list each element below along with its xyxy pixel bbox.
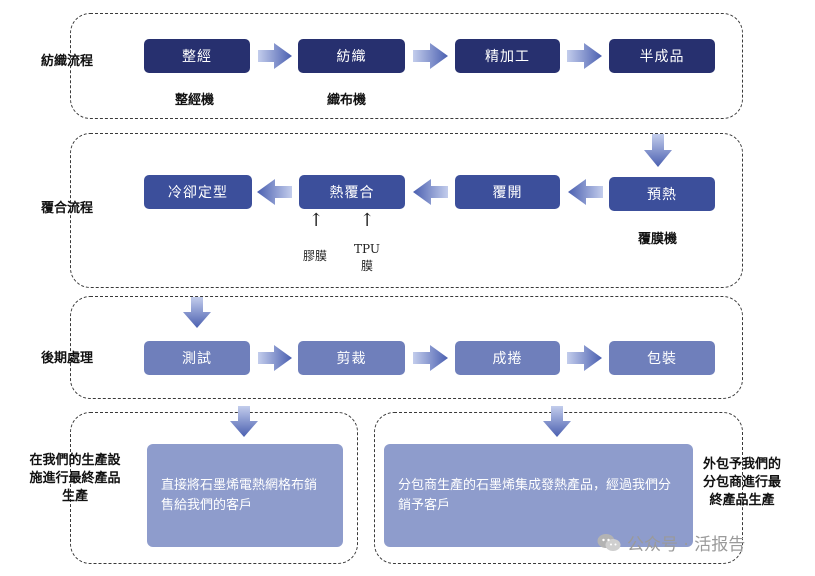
machine-laminator-label: 覆膜機 (638, 232, 678, 247)
inhouse-section-label: 在我們的生產設施進行最終產品生產 (29, 453, 121, 504)
inhouse-outcome: 直接將石墨烯電熱網格布銷售給我們的客戶 (147, 444, 343, 547)
lamination-section (70, 133, 743, 288)
step-cutting: 剪裁 (298, 341, 405, 375)
step-heat-lamination: 熱覆合 (299, 175, 405, 209)
input-adhesive-film-label: 膠膜 (302, 249, 327, 263)
step-cooling: 冷卻定型 (144, 175, 252, 209)
inhouse-section (70, 412, 358, 564)
step-packaging: 包裝 (609, 341, 715, 375)
step-semi-finished: 半成品 (609, 39, 715, 73)
step-rolling: 成捲 (455, 341, 560, 375)
post-section-label: 後期處理 (41, 351, 94, 366)
input-tpu-film-label: TPU 膜 (354, 242, 380, 273)
watermark-text: 公众号 · 活报告 (627, 535, 746, 555)
watermark: 公众号 · 活报告 (597, 530, 745, 555)
step-unwinding: 覆開 (455, 175, 560, 209)
spinning-section (70, 13, 743, 119)
post-section (70, 296, 743, 399)
machine-loom-label: 織布機 (327, 93, 367, 108)
wechat-icon (597, 532, 621, 554)
step-weaving: 紡織 (298, 39, 405, 73)
input-arrow-adhesive: ↑ (308, 210, 324, 231)
machine-warping-label: 整經機 (175, 93, 215, 108)
step-preheating: 預熱 (609, 177, 715, 211)
step-warping: 整經 (144, 39, 250, 73)
input-arrow-tpu: ↑ (359, 210, 375, 231)
lamination-section-label: 覆合流程 (41, 201, 94, 216)
step-testing: 測試 (144, 341, 250, 375)
step-finishing: 精加工 (455, 39, 560, 73)
outsource-section-label: 外包予我們的分包商進行最終產品生產 (702, 457, 781, 508)
spinning-section-label: 紡織流程 (41, 54, 94, 69)
outsource-outcome: 分包商生產的石墨烯集成發熱產品，經過我們分銷予客戶 (384, 444, 693, 547)
